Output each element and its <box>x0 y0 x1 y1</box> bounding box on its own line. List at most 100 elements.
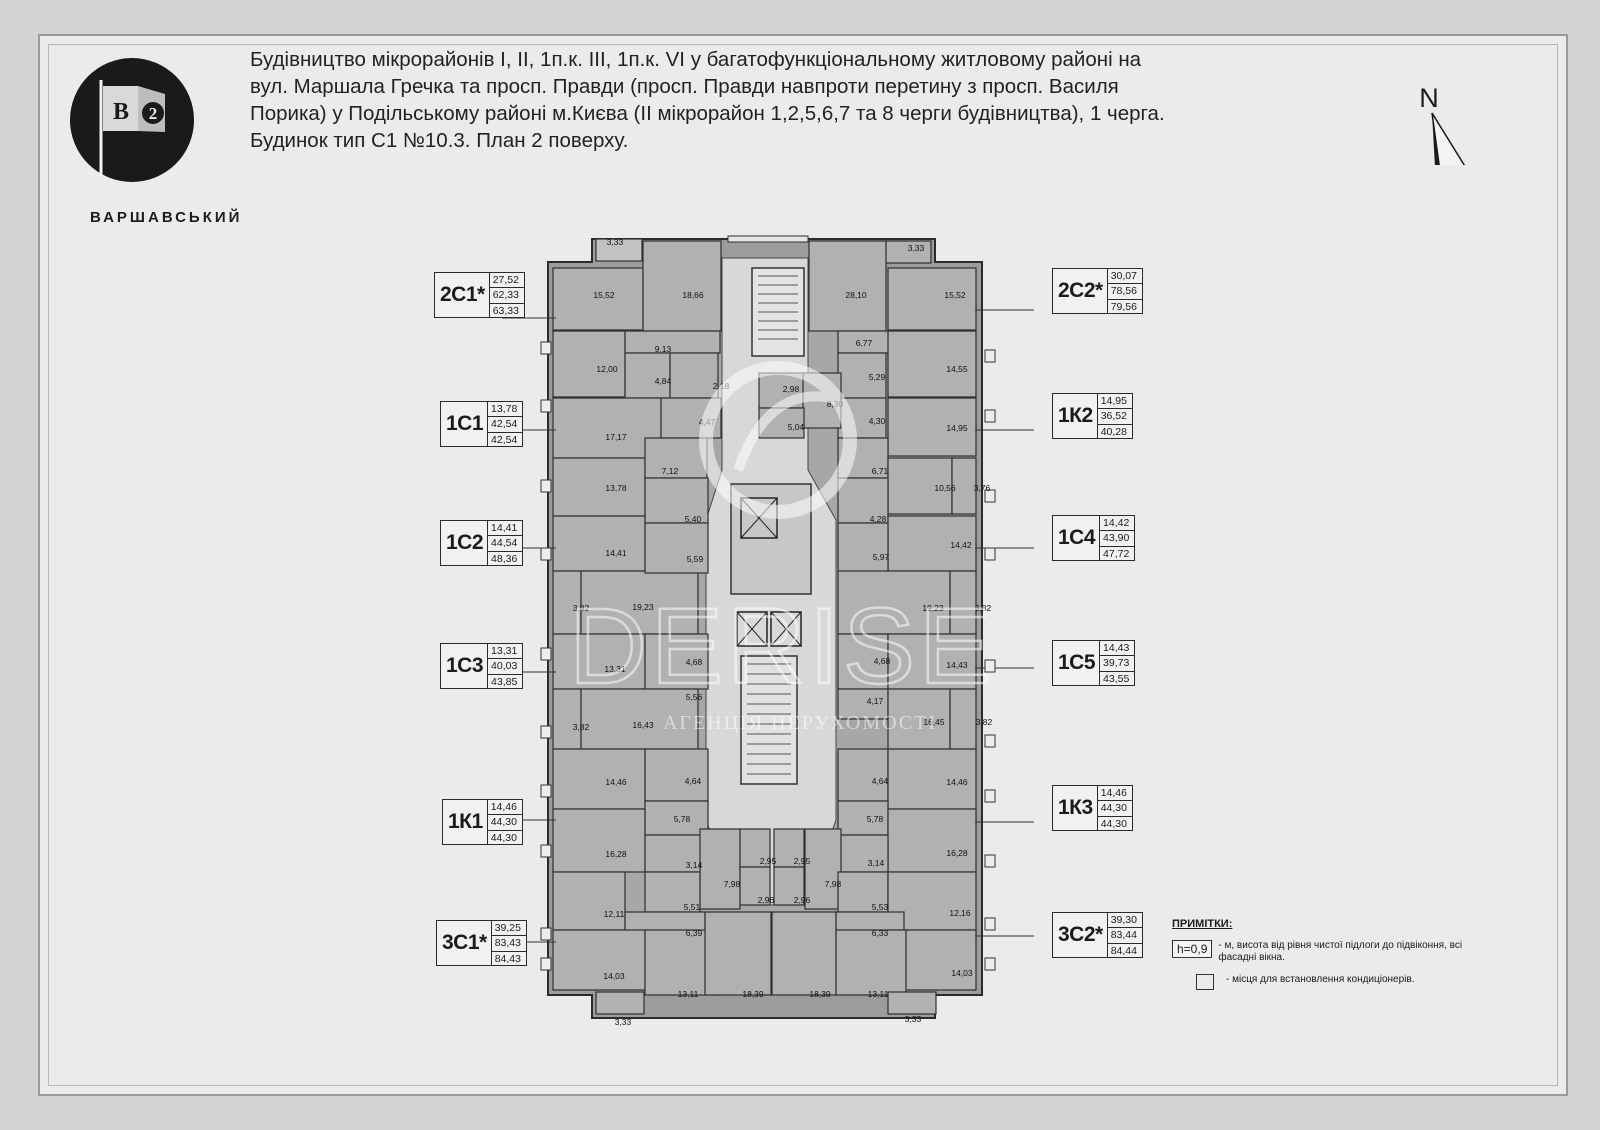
apartment-area-v1: 27,52 <box>489 273 524 289</box>
apartment-code: 1С5 <box>1058 651 1096 674</box>
room-area-label: 3,33 <box>615 1017 632 1027</box>
room-area-label: 8,30 <box>827 399 844 409</box>
room <box>704 911 772 996</box>
apartment-area-v3: 43,55 <box>1103 672 1130 685</box>
room <box>773 866 805 906</box>
room <box>739 866 771 906</box>
room-area-label: 2,95 <box>760 856 777 866</box>
apartment-area-v2: 40,03 <box>488 659 523 675</box>
room-area-label: 16,43 <box>632 720 654 730</box>
note-h-text: - м, висота від рівня чистої підлоги до … <box>1218 940 1463 963</box>
apartment-area-v2: 78,56 <box>1107 284 1142 300</box>
elevator-3 <box>770 611 802 647</box>
note-h-key: h=0,9 <box>1172 940 1213 958</box>
room <box>949 570 977 635</box>
room <box>949 688 977 750</box>
ac-place <box>540 647 552 661</box>
apartment-area-v1: 14,46 <box>1097 786 1132 802</box>
apartment-area-v2: 83,43 <box>491 936 526 952</box>
apartment-area-v1: 14,41 <box>488 521 523 537</box>
ac-place <box>984 409 996 423</box>
elevator-3-cross-b <box>770 611 802 647</box>
room <box>739 828 771 868</box>
room <box>552 267 644 331</box>
room-area-label: 12,16 <box>949 908 971 918</box>
room-area-label: 5,04 <box>788 422 805 432</box>
room-area-label: 14,03 <box>603 971 625 981</box>
ac-place <box>540 784 552 798</box>
room-area-label: 5,53 <box>872 902 889 912</box>
room <box>595 991 645 1015</box>
room-area-label: 4,47 <box>699 417 716 427</box>
room-area-label: 3,14 <box>686 860 703 870</box>
room-area-label: 4,84 <box>655 376 672 386</box>
room-area-label: 7,98 <box>825 879 842 889</box>
room-area-label: 14,46 <box>605 777 627 787</box>
note-ac: - місця для встановлення кондиціонерів. <box>1172 974 1502 990</box>
logo-number: 2 <box>149 104 158 123</box>
room-area-label: 13,11 <box>868 989 889 999</box>
room <box>887 688 951 750</box>
room-area-label: 3,33 <box>908 243 925 253</box>
room-area-label: 5,51 <box>684 902 701 912</box>
room-area-label: 14,42 <box>950 540 972 550</box>
apartment-area-v1: 13,31 <box>488 644 523 660</box>
room <box>552 688 582 750</box>
room-area-label: 4,68 <box>874 656 891 666</box>
room <box>552 633 646 690</box>
room-area-label: 2,96 <box>794 895 811 905</box>
apartment-area-v2: 42,54 <box>488 417 523 433</box>
room <box>644 522 709 574</box>
apartment-area-v1: 13,78 <box>488 402 523 418</box>
room-area-label: 4,30 <box>869 416 886 426</box>
room-area-label: 9,13 <box>655 344 672 354</box>
logo: B 2 ВАРШАВСЬКИЙ <box>62 48 239 226</box>
room <box>644 929 716 996</box>
room-area-label: 15,52 <box>593 290 615 300</box>
apartment-area-v2: 36,52 <box>1097 409 1132 425</box>
room-area-label: 4,68 <box>686 657 703 667</box>
elevator-2 <box>736 611 768 647</box>
room-area-label: 10,56 <box>934 483 956 493</box>
title-line-4: Будинок тип С1 №10.3. План 2 поверху. <box>250 129 629 152</box>
room-area-label: 5,78 <box>674 814 691 824</box>
logo-letter: B <box>113 99 129 125</box>
room-area-label: 12,00 <box>596 364 618 374</box>
room-area-label: 5,78 <box>867 814 884 824</box>
room <box>642 240 722 332</box>
room <box>808 240 887 332</box>
apartment-area-v2: 62,33 <box>489 288 524 304</box>
room-area-label: 6,71 <box>872 466 889 476</box>
ac-square-icon <box>1196 974 1214 990</box>
room-area-label: 14,46 <box>946 777 968 787</box>
room-area-label: 4,28 <box>870 514 887 524</box>
ac-place <box>984 659 996 673</box>
ac-place <box>984 349 996 363</box>
room <box>552 929 646 991</box>
room-area-label: 4,17 <box>867 696 884 706</box>
room-area-label: 5,97 <box>873 552 890 562</box>
room-area-label: 3,82 <box>573 722 590 732</box>
north-letter: N <box>1419 83 1439 113</box>
room-area-label: 4,64 <box>685 776 702 786</box>
room-area-label: 17,17 <box>605 432 627 442</box>
room-area-label: 14,55 <box>946 364 968 374</box>
sheet-frame <box>48 44 1558 1086</box>
room-area-label: 18,66 <box>682 290 704 300</box>
logo-mark: B 2 <box>70 58 194 182</box>
note-ac-text: - місця для встановлення кондиціонерів. <box>1226 974 1415 985</box>
room-area-label: 6,77 <box>856 338 873 348</box>
room-area-label: 3,82 <box>573 603 590 613</box>
room <box>580 688 699 750</box>
